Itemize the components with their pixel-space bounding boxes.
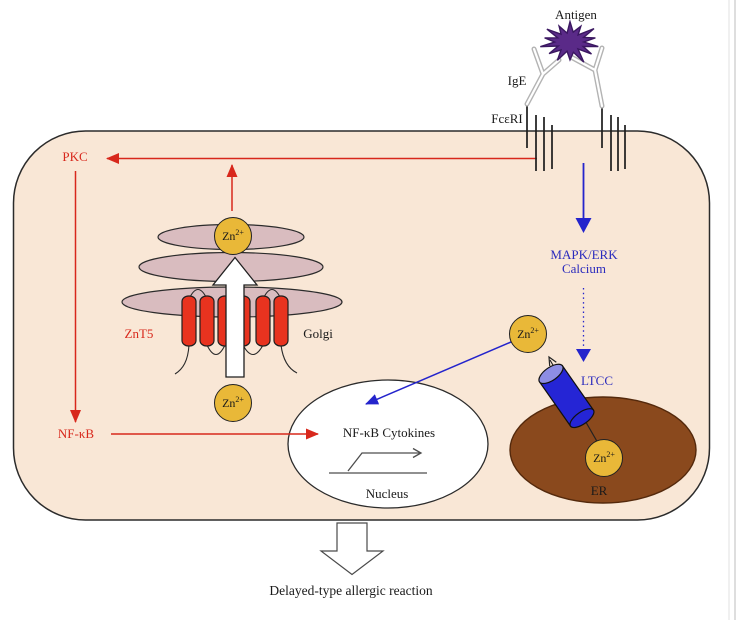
zinc-symbol: Zn bbox=[222, 228, 236, 243]
transcription-glyph bbox=[329, 447, 427, 474]
znt5-loop bbox=[242, 344, 264, 356]
nucleus-label: Nucleus bbox=[365, 486, 409, 501]
ige-label: IgE bbox=[507, 73, 527, 88]
zinc-to-nucleus-arrow bbox=[365, 341, 512, 405]
nucleus bbox=[287, 379, 489, 509]
ltcc-label: LTCC bbox=[580, 373, 614, 388]
mapk-label: MAPK/ERK bbox=[550, 247, 618, 262]
blue-signal-arrows bbox=[365, 163, 592, 405]
red-signal-arrows bbox=[70, 153, 537, 423]
znt5-tail bbox=[174, 344, 190, 375]
zinc-export-block-arrow bbox=[211, 256, 259, 378]
ltcc-channel bbox=[538, 363, 595, 429]
promoter-arrow bbox=[347, 452, 420, 472]
ige-antibody-right-inner bbox=[569, 46, 604, 108]
fceri-receptor-right bbox=[601, 105, 626, 171]
pkc-label: PKC bbox=[62, 149, 88, 164]
antigen-label: Antigen bbox=[555, 7, 597, 22]
nucleus-envelope bbox=[287, 379, 489, 509]
znt5-helix bbox=[255, 295, 271, 347]
zinc-symbol: Zn bbox=[517, 326, 531, 341]
znt5-label: ZnT5 bbox=[124, 326, 154, 341]
mapk-to-ltcc-arrowhead bbox=[576, 349, 591, 362]
outcome-label: Delayed-type allergic reaction bbox=[269, 583, 433, 598]
znt5-helix bbox=[199, 295, 215, 347]
calcium-label: Calcium bbox=[561, 261, 607, 276]
zinc-charge: 2+ bbox=[530, 325, 539, 335]
ltcc-bottom-cap bbox=[569, 408, 595, 429]
ltcc-top-cap bbox=[538, 363, 564, 385]
ige-antibody-left-inner bbox=[525, 47, 561, 106]
receptor-to-mapk-arrowhead bbox=[575, 218, 592, 233]
antigen-starburst bbox=[540, 19, 599, 63]
mapk-calcium-label: MAPK/ERK Calcium bbox=[550, 248, 617, 276]
promoter-arrowhead bbox=[412, 447, 423, 459]
zinc-charge: 2+ bbox=[606, 449, 615, 459]
zinc-release-arrowhead bbox=[548, 355, 557, 367]
nfkb-label: NF-κB bbox=[57, 426, 95, 441]
zinc-charge: 2+ bbox=[235, 227, 244, 237]
er-label: ER bbox=[590, 483, 608, 498]
znt5-helix bbox=[273, 295, 289, 347]
fceri-receptor-left bbox=[526, 103, 553, 171]
znt5-tail bbox=[280, 344, 298, 374]
zinc-symbol: Zn bbox=[222, 395, 236, 410]
fceri-label: FcεRI bbox=[491, 111, 523, 126]
golgi-label: Golgi bbox=[303, 326, 333, 341]
ige-antibodies bbox=[524, 45, 605, 109]
zinc-symbol: Zn bbox=[593, 450, 607, 465]
znt5-loop bbox=[206, 344, 226, 356]
zinc-charge: 2+ bbox=[235, 394, 244, 404]
outcome-block-arrow bbox=[319, 522, 385, 576]
gene-cytokines-label: NF-κB Cytokines bbox=[342, 425, 436, 440]
znt5-helix bbox=[181, 295, 197, 347]
